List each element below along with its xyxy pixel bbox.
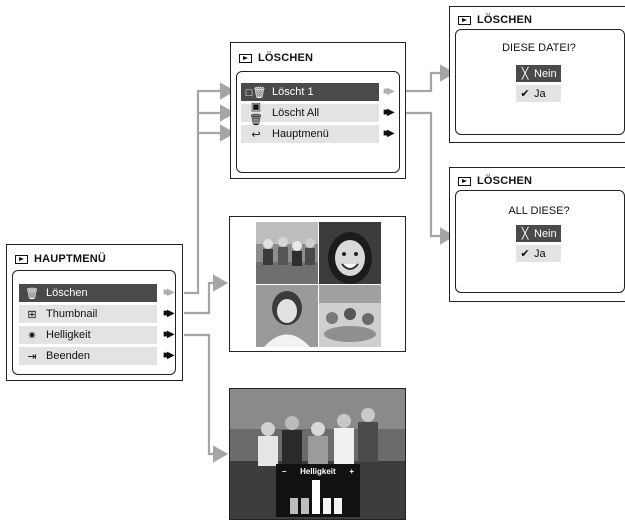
submenu-arrow-icon: ■▶: [163, 350, 175, 361]
cross-icon: ╳: [521, 228, 529, 240]
brightness-bar: [334, 498, 342, 514]
delete-menu-panel: [236, 71, 400, 173]
brightness-icon: ✷: [27, 329, 37, 342]
menu-item-helligkeit[interactable]: ✷ Helligkeit: [19, 326, 157, 344]
playback-icon: [239, 53, 252, 63]
brightness-label: Helligkeit: [300, 467, 336, 476]
playback-icon: [458, 15, 471, 25]
thumbnail-grid: [256, 222, 381, 347]
brightness-bar: [301, 498, 309, 514]
brightness-bar: [290, 498, 298, 514]
check-icon: ✔: [520, 248, 530, 260]
trash-icon: 🗑: [25, 287, 39, 300]
submenu-arrow-icon: ■▶: [383, 86, 395, 97]
delete-one-icon: □🗑: [245, 86, 267, 99]
submenu-arrow-icon: ■▶: [163, 287, 175, 298]
option-ja[interactable]: ✔ Ja: [516, 245, 561, 262]
submenu-arrow-icon: ■▶: [163, 308, 175, 319]
option-ja[interactable]: ✔ Ja: [516, 85, 561, 102]
brightness-level-bars[interactable]: [286, 478, 350, 514]
submenu-arrow-icon: ■▶: [383, 128, 395, 139]
menu-item-hauptmenue[interactable]: ↩ Hauptmenü: [241, 125, 379, 143]
return-icon: ↩: [251, 128, 261, 141]
brightness-bar: [323, 498, 331, 514]
menu-item-beenden[interactable]: ⇥ Beenden: [19, 347, 157, 365]
thumbnail-photo-3: [256, 285, 318, 347]
thumbnail-photo-2: [319, 222, 381, 284]
exit-icon: ⇥: [27, 350, 37, 363]
thumbnail-photo-4: [319, 285, 381, 347]
thumbnail-grid-icon: ⊞: [27, 308, 37, 321]
option-nein[interactable]: ╳ Nein: [516, 225, 561, 242]
cross-icon: ╳: [521, 68, 529, 80]
menu-item-thumbnail[interactable]: ⊞ Thumbnail: [19, 305, 157, 323]
check-icon: ✔: [520, 88, 530, 100]
confirm-all-question: ALL DIESE?: [508, 205, 570, 217]
confirm-single-screen: LÖSCHEN DIESE DATEI? ╳ Nein ✔ Ja: [449, 6, 625, 143]
main-menu-title: HAUPTMENÜ: [15, 253, 106, 265]
submenu-arrow-icon: ■▶: [163, 329, 175, 340]
delete-all-icon: ▣🗑: [249, 101, 263, 126]
main-menu-screen: HAUPTMENÜ 🗑 Löschen ■▶ ⊞ Thumbnail ■▶ ✷ …: [6, 244, 183, 381]
decrease-label[interactable]: –: [282, 467, 287, 476]
delete-menu-title: LÖSCHEN: [239, 52, 313, 64]
brightness-overlay: – Helligkeit +: [276, 464, 360, 517]
submenu-arrow-icon: ■▶: [383, 107, 395, 118]
menu-item-loescht-all[interactable]: ▣🗑 Löscht All: [241, 101, 379, 126]
playback-icon: [458, 176, 471, 186]
brightness-screen: – Helligkeit +: [229, 388, 406, 520]
menu-item-loescht-1[interactable]: □🗑 Löscht 1: [241, 83, 379, 101]
playback-icon: [15, 254, 28, 264]
brightness-bar: [312, 480, 320, 514]
delete-menu-screen: LÖSCHEN □🗑 Löscht 1 ■▶ ▣🗑 Löscht All ■▶ …: [230, 42, 406, 179]
brightness-header: – Helligkeit +: [276, 467, 360, 476]
increase-label[interactable]: +: [349, 467, 354, 476]
confirm-all-screen: LÖSCHEN ALL DIESE? ╳ Nein ✔ Ja: [449, 167, 625, 302]
main-menu-panel: [12, 270, 176, 375]
confirm-single-title: LÖSCHEN: [458, 14, 532, 26]
option-nein[interactable]: ╳ Nein: [516, 65, 561, 82]
menu-item-loeschen[interactable]: 🗑 Löschen: [19, 284, 157, 302]
thumbnail-photo-1: [256, 222, 318, 284]
confirm-single-question: DIESE DATEI?: [502, 42, 576, 54]
confirm-all-title: LÖSCHEN: [458, 175, 532, 187]
thumbnail-screen: [229, 216, 406, 352]
